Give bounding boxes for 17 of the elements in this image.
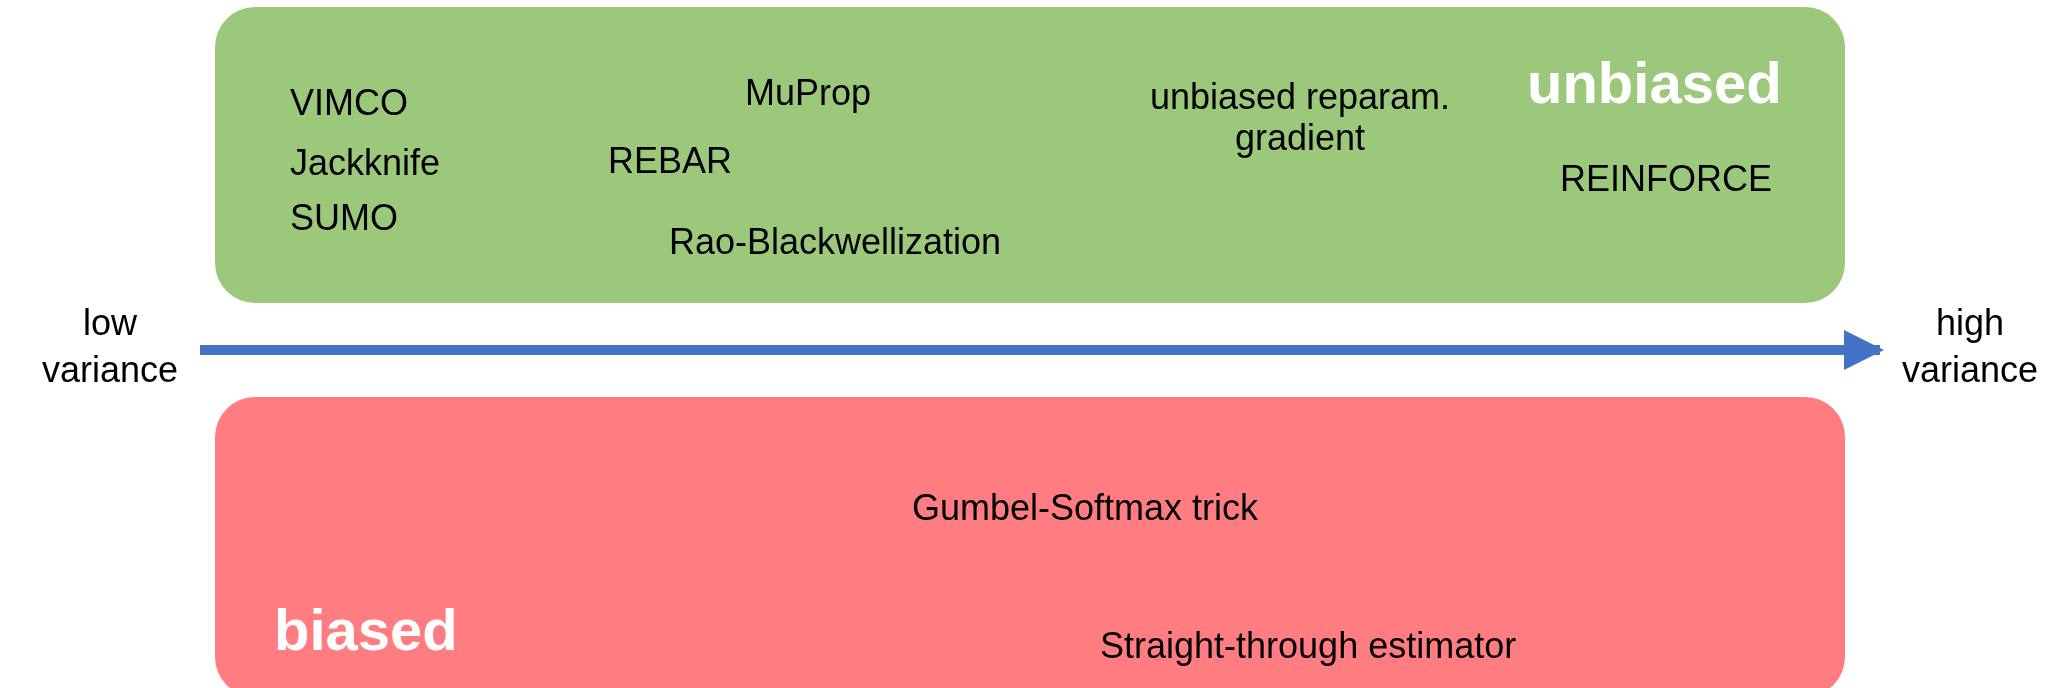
band-heading: biased [274,597,458,664]
method-label: Rao-Blackwellization [669,221,1002,263]
method-label: Jackknife [290,142,441,184]
axis-end-label: high variance [1880,300,2060,394]
axis-end-label: low variance [20,300,200,394]
biased-band [215,397,1845,688]
method-label: Gumbel-Softmax trick [912,487,1259,529]
method-label: Straight-through estimator [1100,625,1517,667]
method-label: REBAR [608,140,733,182]
method-label: unbiased reparam. gradient [1148,76,1452,159]
method-label: VIMCO [290,82,408,124]
method-label: REINFORCE [1560,158,1772,200]
method-label: SUMO [290,197,398,239]
method-label: MuProp [745,72,872,114]
band-heading: unbiased [1527,50,1782,117]
unbiased-band [215,7,1845,303]
arrow [200,330,1884,370]
